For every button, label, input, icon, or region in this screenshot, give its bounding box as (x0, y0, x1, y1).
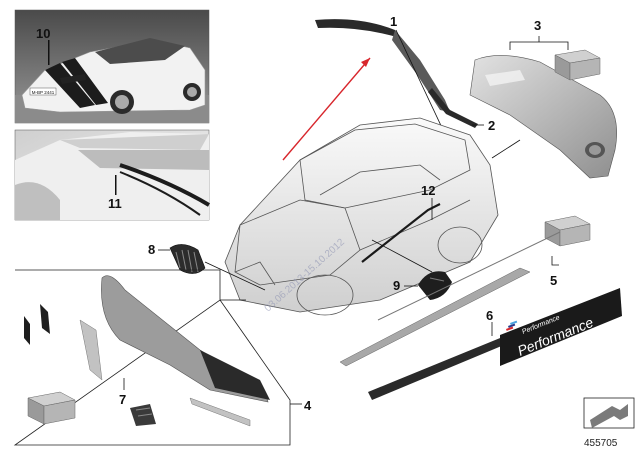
spoiler-lip (428, 88, 478, 128)
callout-8: 8 (148, 242, 155, 257)
performance-decal: Performance Performance (368, 288, 622, 400)
red-arrow-icon (282, 57, 371, 161)
plate-text: M-BP 2441 (32, 90, 55, 95)
callout-3: 3 (534, 18, 541, 33)
mirror-cap (418, 271, 452, 300)
kidney-grille (169, 244, 206, 274)
front-splitter-group (13, 269, 291, 446)
callout-11: 11 (108, 196, 122, 211)
box-icon (27, 391, 76, 425)
car-outline (224, 117, 499, 316)
photo-stripes: M-BP 2441 (14, 9, 210, 124)
box-icon (554, 49, 601, 81)
side-skirt (339, 267, 531, 367)
callout-7: 7 (119, 392, 126, 407)
box-icon (544, 215, 591, 247)
callout-4: 4 (304, 398, 312, 413)
side-skirt-strip (377, 231, 561, 321)
callout-1: 1 (390, 14, 397, 29)
callout-6: 6 (486, 308, 493, 323)
roof-spoiler (315, 19, 450, 112)
callout-9: 9 (393, 278, 400, 293)
reference-box (583, 397, 635, 429)
rear-diffuser (469, 55, 617, 179)
callout-5: 5 (550, 273, 557, 288)
callout-12: 12 (421, 183, 435, 198)
callout-10: 10 (36, 26, 50, 41)
diagram-reference: 455705 (584, 438, 618, 449)
callout-2: 2 (488, 118, 495, 133)
side-stripe (361, 203, 441, 263)
photo-side-decal (14, 129, 211, 221)
